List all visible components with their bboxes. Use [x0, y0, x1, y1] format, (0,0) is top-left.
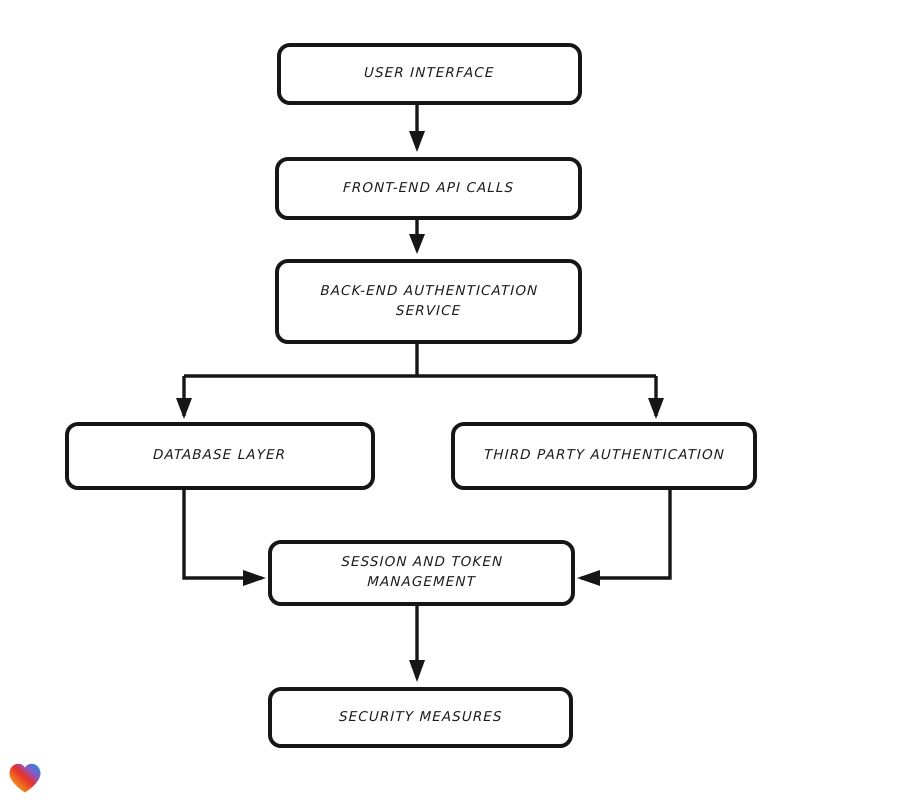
node-third-party-authentication-label: Third Party Authentication — [483, 447, 725, 464]
arrowhead-down-security — [409, 660, 425, 682]
node-session-and-token-management-label: Session and Token Management — [340, 554, 504, 590]
node-third-party-authentication[interactable]: Third Party Authentication — [451, 422, 757, 490]
edge-thirdparty-to-session — [581, 490, 672, 580]
node-user-interface-label: User Interface — [364, 65, 496, 82]
node-backend-authentication-service[interactable]: Back-End Authentication Service — [275, 259, 582, 344]
node-frontend-api-calls[interactable]: Front-End API Calls — [275, 157, 582, 220]
node-security-measures[interactable]: Security Measures — [268, 687, 573, 748]
node-backend-authentication-service-label: Back-End Authentication Service — [319, 282, 539, 319]
heart-icon — [9, 763, 41, 793]
arrowhead-down-frontend-backend — [409, 234, 425, 254]
node-session-and-token-management[interactable]: Session and Token Management — [268, 540, 575, 606]
edge-database-to-session — [182, 490, 262, 580]
node-database-layer[interactable]: Database Layer — [65, 422, 375, 490]
node-security-measures-label: Security Measures — [338, 708, 503, 725]
node-frontend-api-calls-label: Front-End API Calls — [342, 179, 515, 196]
arrowhead-down-database — [176, 398, 192, 419]
node-user-interface[interactable]: User Interface — [277, 43, 582, 105]
arrowhead-down-thirdparty — [648, 398, 664, 419]
arrowhead-down-ui-frontend — [409, 131, 425, 152]
node-database-layer-label: Database Layer — [153, 447, 287, 464]
arrowhead-right-session-left — [243, 570, 266, 586]
arrowhead-left-session-right — [577, 570, 600, 586]
